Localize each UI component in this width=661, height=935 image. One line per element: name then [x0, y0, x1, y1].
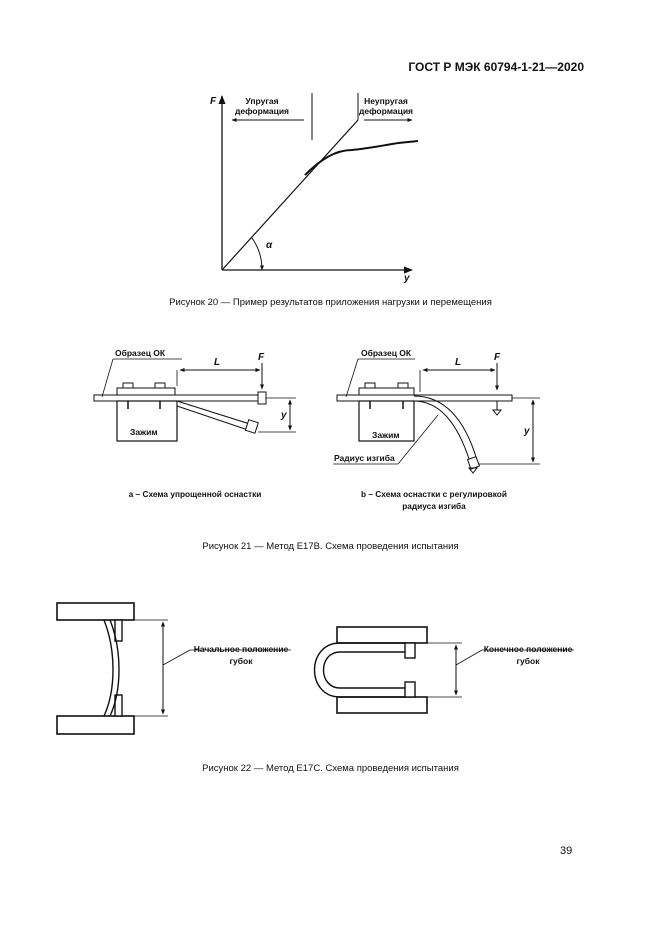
sample-label-b: Образец ОК [361, 348, 412, 358]
final-label-1: Конечное положение [484, 644, 573, 654]
subcaption-a: a – Схема упрощенной оснастки [129, 489, 262, 499]
clamp-plate-a [116, 387, 176, 396]
clamp-body-b [358, 400, 415, 442]
lower-jaw-initial [56, 715, 135, 735]
force-label-b: F [494, 352, 501, 363]
force-label-a: F [258, 352, 265, 363]
sample-leader-b [345, 358, 359, 398]
clamp-body-a [116, 400, 178, 442]
length-label-a: L [214, 357, 220, 368]
sample-label-a: Образец ОК [115, 348, 166, 358]
document-header: ГОСТ Р МЭК 60794-1-21—2020 [408, 60, 584, 74]
angle-arc [251, 237, 264, 271]
initial-label-1: Начальное положение [194, 644, 289, 654]
length-label-b: L [455, 357, 461, 368]
subcaption-b-line2: радиуса изгиба [402, 501, 466, 511]
lower-jaw-final [336, 696, 428, 714]
inelastic-label-1: Неупругая [364, 96, 408, 106]
bent-cable-b [413, 395, 478, 461]
radius-leader [397, 414, 439, 465]
axis-f-label: F [210, 96, 217, 107]
radius-label: Радиус изгиба [334, 453, 395, 463]
upper-jaw-final [336, 626, 428, 644]
cable-final-outer [313, 642, 405, 698]
inelastic-curve [304, 140, 419, 176]
angle-label: α [266, 240, 273, 251]
elastic-line [221, 119, 359, 271]
clamp-bolt-a2 [154, 382, 166, 389]
displaced-load-a [244, 419, 259, 434]
final-label-2: губок [517, 656, 541, 666]
fixture-b: F L y Образец ОК Зажим Радиус изгиба [333, 348, 540, 474]
fixture-a: F L y Образец ОК Зажим [93, 348, 296, 442]
clamp-label-a: Зажим [130, 427, 158, 437]
clamp-label-b: Зажим [372, 430, 400, 440]
cable-initial [103, 619, 114, 717]
elastic-label-2: деформация [235, 106, 289, 116]
sample-leader-a [101, 358, 114, 398]
inelastic-label-2: деформация [359, 106, 413, 116]
axis-y-label: y [403, 273, 410, 284]
elastic-label-1: Упругая [245, 96, 278, 106]
final-leader [455, 649, 483, 666]
final-jaws: Конечное положение губок [313, 626, 574, 714]
y-label-a: y [280, 410, 287, 421]
cable-final-inner [323, 651, 405, 689]
figure-21-caption: Рисунок 21 — Метод E17B. Схема проведени… [202, 541, 459, 552]
upper-jaw-initial [56, 602, 135, 621]
initial-jaws: Начальное положение губок [56, 602, 291, 735]
figure-20-caption: Рисунок 20 — Пример результатов приложен… [169, 297, 492, 308]
initial-leader [162, 649, 191, 666]
initial-label-2: губок [230, 656, 254, 666]
figure-22-caption: Рисунок 22 — Метод E17C. Схема проведени… [202, 763, 459, 774]
clamp-plate-b [358, 387, 415, 396]
subcaption-b-line1: b – Схема оснастки с регулировкой [361, 489, 507, 499]
y-label-b: y [523, 426, 530, 437]
clamp-bolt-a1 [122, 382, 134, 389]
page-number: 39 [560, 845, 573, 857]
